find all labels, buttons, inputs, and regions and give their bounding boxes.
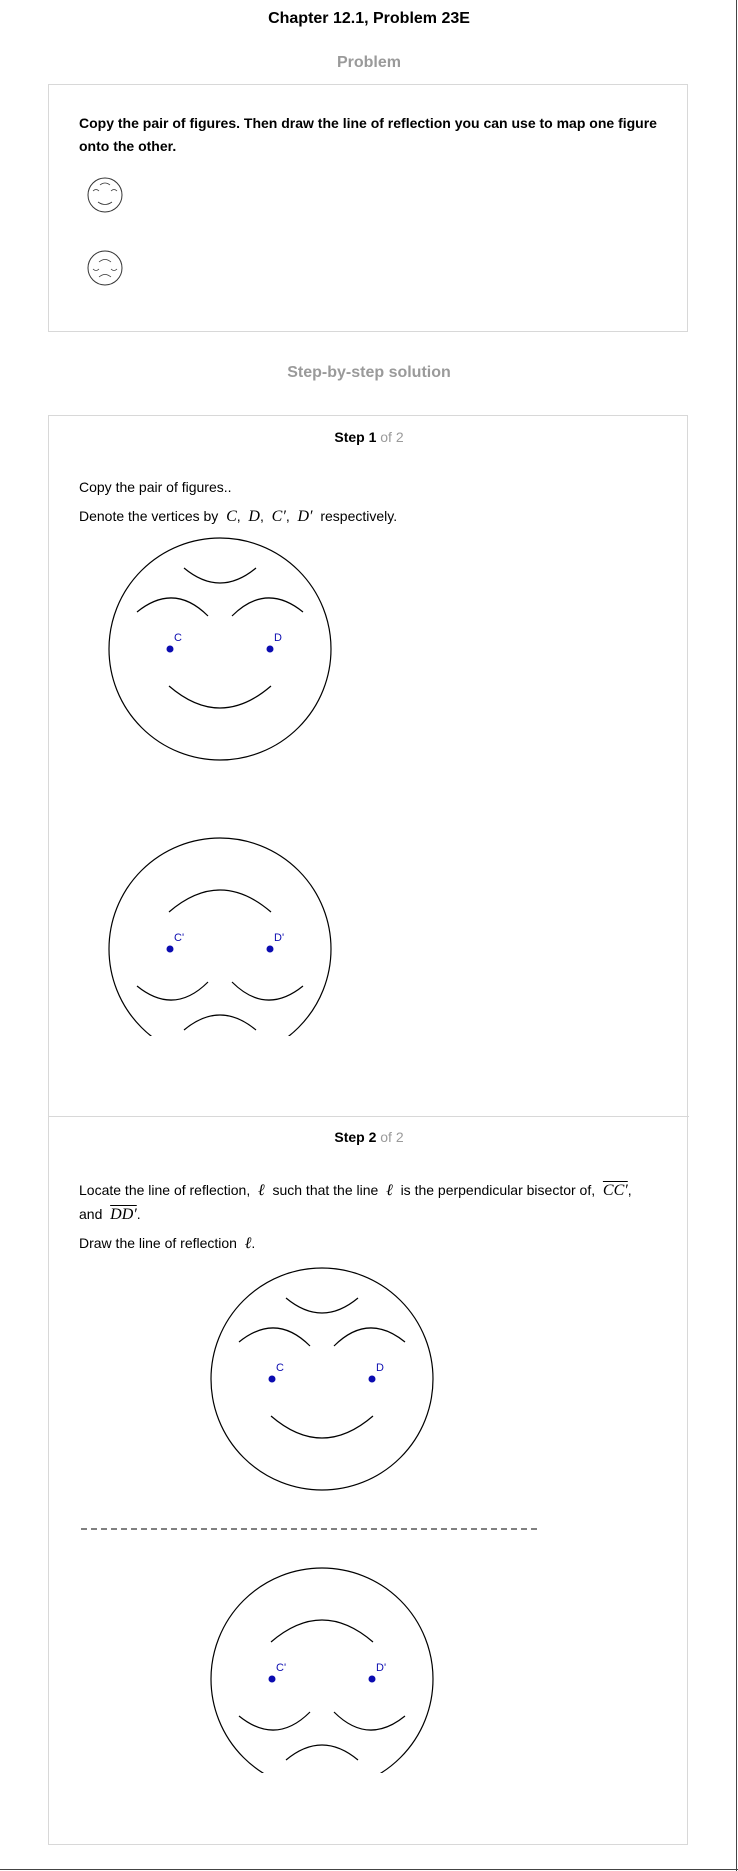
point-d-prime	[368, 1675, 376, 1683]
vertex-d-prime: D′	[297, 508, 313, 525]
and-word: and	[79, 1206, 103, 1222]
step-2-header: Step 2 of 2	[49, 1129, 689, 1145]
step-2-line-1: Locate the line of reflection, ℓ such th…	[79, 1182, 632, 1199]
step-1-line-2: Denote the vertices by C, D, C′, D′ resp…	[79, 508, 398, 525]
segment-dd-prime: DD′	[110, 1206, 137, 1223]
step-2-line-2: and DD′.	[79, 1206, 141, 1223]
problem-box: Copy the pair of figures. Then draw the …	[48, 84, 688, 332]
problem-figure	[87, 177, 123, 286]
step-1-header: Step 1 of 2	[49, 429, 689, 445]
label-c-prime: C'	[276, 1662, 286, 1674]
small-happy-face	[87, 177, 123, 213]
step-2-line-3: Draw the line of reflection ℓ.	[79, 1235, 256, 1252]
vertex-c: C	[226, 508, 237, 525]
step-1-line-1: Copy the pair of figures..	[79, 479, 232, 495]
step-label: Step 1	[334, 429, 377, 445]
small-sad-face	[87, 250, 123, 286]
vertex-c-prime: C′	[271, 508, 286, 525]
ell-symbol: ℓ	[386, 1182, 393, 1199]
step-2-figure: C D C' D'	[81, 1267, 539, 1773]
page-border	[0, 1869, 738, 1870]
line-1-part-c: is the perpendicular bisector of,	[400, 1182, 596, 1198]
line-2-prefix: Denote the vertices by	[79, 508, 219, 524]
point-d-prime	[266, 945, 274, 953]
step-label: Step 2	[334, 1129, 377, 1145]
point-c	[166, 645, 174, 653]
label-d: D	[376, 1362, 384, 1374]
label-d: D	[274, 632, 282, 644]
line-3-text: Draw the line of reflection	[79, 1235, 237, 1251]
vertex-d: D	[248, 508, 260, 525]
sad-face: C' D'	[210, 1567, 434, 1773]
page-title: Chapter 12.1, Problem 23E	[268, 10, 470, 27]
point-c	[268, 1375, 276, 1383]
problem-text: Copy the pair of figures. Then draw the …	[79, 115, 657, 154]
happy-face: C D	[210, 1267, 434, 1491]
solution-heading: Step-by-step solution	[287, 364, 451, 381]
step-divider	[49, 1116, 689, 1117]
solution-box: Step 1 of 2 Copy the pair of figures.. D…	[48, 415, 689, 1845]
step-count: of 2	[380, 429, 404, 445]
point-d	[368, 1375, 376, 1383]
point-c-prime	[268, 1675, 276, 1683]
line-1-part-b: such that the line	[272, 1182, 379, 1198]
label-c-prime: C'	[174, 932, 184, 944]
line-1-part-a: Locate the line of reflection,	[79, 1182, 251, 1198]
label-c: C	[276, 1362, 284, 1374]
page-border	[736, 0, 737, 1871]
label-d-prime: D'	[274, 932, 284, 944]
sad-face: C' D'	[108, 837, 332, 1036]
problem-heading: Problem	[336, 54, 401, 71]
label-c: C	[174, 632, 182, 644]
step-count: of 2	[380, 1129, 404, 1145]
point-c-prime	[166, 945, 174, 953]
label-d-prime: D'	[376, 1662, 386, 1674]
step-1-figure: C D C' D'	[108, 537, 332, 1036]
happy-face: C D	[108, 537, 332, 761]
segment-cc-prime: CC′	[602, 1182, 628, 1199]
line-2-suffix: respectively.	[320, 508, 398, 524]
point-d	[266, 645, 274, 653]
ell-symbol: ℓ	[244, 1235, 252, 1252]
ell-symbol: ℓ	[258, 1182, 265, 1199]
